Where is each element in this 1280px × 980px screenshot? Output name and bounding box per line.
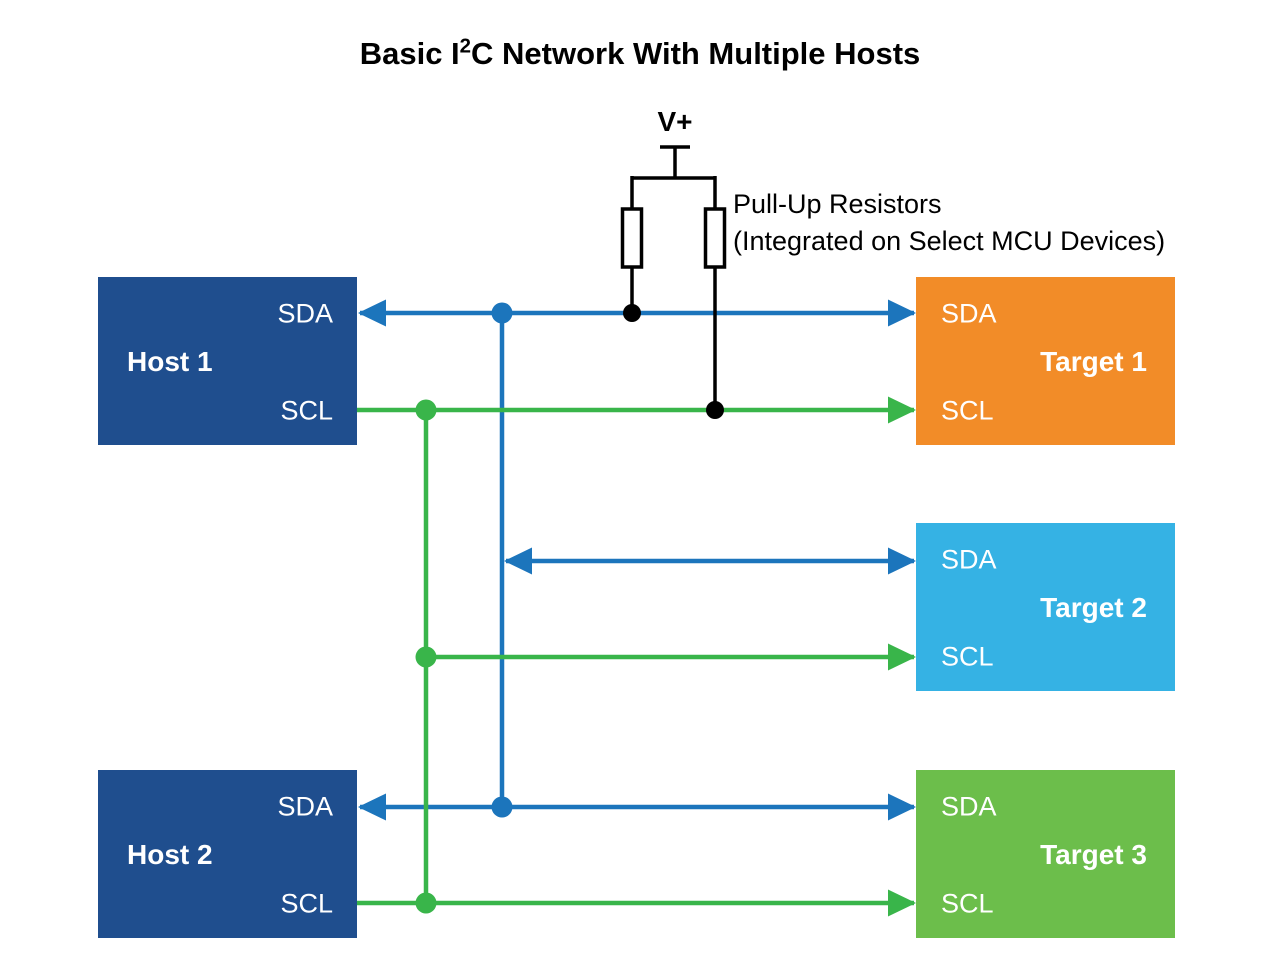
target3-sda-pin-label: SDA <box>941 791 997 822</box>
pullup-sda-junction-dot <box>623 304 641 322</box>
diagram-title: Basic I2C Network With Multiple Hosts <box>0 36 1280 72</box>
pullup-circuit <box>620 145 727 419</box>
host1-scl-pin-label: SCL <box>280 395 333 426</box>
host2-name: Host 2 <box>127 839 213 870</box>
scl-junction-dot-bottom <box>415 892 437 914</box>
target1-sda-pin-label: SDA <box>941 298 997 329</box>
vplus-label: V+ <box>657 106 693 137</box>
target2-box: SDA Target 2 SCL <box>916 523 1175 691</box>
pullup-resistor-right <box>703 207 727 269</box>
sda-junction-dot-bottom <box>491 796 513 818</box>
scl-network <box>357 396 916 917</box>
sda-arrow-into-target1 <box>888 299 916 327</box>
pullup-scl-junction-dot <box>706 401 724 419</box>
target1-scl-pin-label: SCL <box>941 395 994 426</box>
pullup-resistor-left <box>620 207 644 269</box>
diagram-title-suffix: C Network With Multiple Hosts <box>471 36 921 71</box>
sda-network <box>358 299 916 821</box>
sda-arrow-into-host1 <box>358 299 386 327</box>
sda-arrow-at-bus-target2 <box>504 547 532 575</box>
host2-box: SDA Host 2 SCL <box>98 770 357 938</box>
sda-arrow-into-host2 <box>358 793 386 821</box>
host2-scl-pin-label: SCL <box>280 888 333 919</box>
scl-arrow-into-target1 <box>888 396 916 424</box>
sda-arrow-into-target3 <box>888 793 916 821</box>
host1-name: Host 1 <box>127 346 213 377</box>
sda-arrow-into-target2 <box>888 547 916 575</box>
scl-junction-dot-top <box>415 399 437 421</box>
target1-name: Target 1 <box>1040 346 1147 377</box>
scl-arrow-into-target2 <box>888 643 916 671</box>
target3-name: Target 3 <box>1040 839 1147 870</box>
pullup-annotation: Pull-Up Resistors (Integrated on Select … <box>733 186 1165 260</box>
target2-name: Target 2 <box>1040 592 1147 623</box>
sda-junction-dot-top <box>491 302 513 324</box>
host1-box: SDA Host 1 SCL <box>98 277 357 445</box>
diagram-title-superscript: 2 <box>459 34 472 58</box>
target1-box: SDA Target 1 SCL <box>916 277 1175 445</box>
target2-scl-pin-label: SCL <box>941 641 994 672</box>
host1-sda-pin-label: SDA <box>277 298 333 329</box>
diagram-title-prefix: Basic I <box>359 36 460 71</box>
target3-scl-pin-label: SCL <box>941 888 994 919</box>
pullup-annotation-line1: Pull-Up Resistors <box>733 189 942 219</box>
target3-box: SDA Target 3 SCL <box>916 770 1175 938</box>
scl-arrow-into-target3 <box>888 889 916 917</box>
scl-junction-dot-middle <box>415 646 437 668</box>
host2-sda-pin-label: SDA <box>277 791 333 822</box>
target2-sda-pin-label: SDA <box>941 544 997 575</box>
pullup-annotation-line2: (Integrated on Select MCU Devices) <box>733 226 1166 256</box>
